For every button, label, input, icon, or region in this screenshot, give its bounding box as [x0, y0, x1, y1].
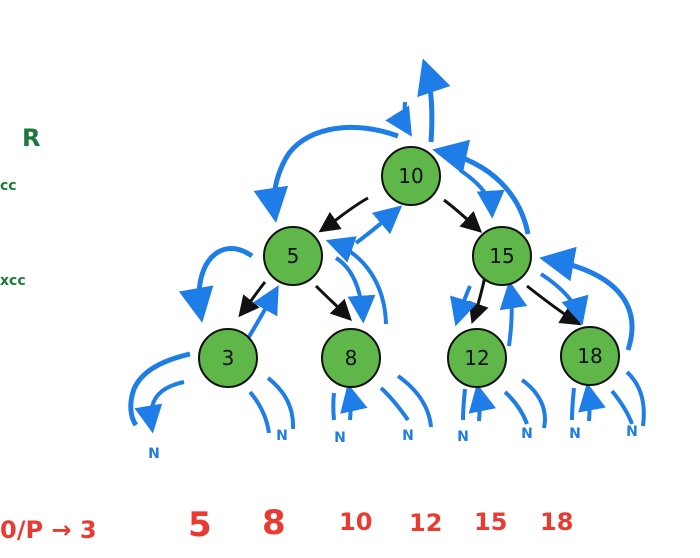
traversal-12-to-15 [499, 280, 528, 347]
left-note-r: R [22, 124, 40, 152]
traversal-5-left-loop [178, 245, 254, 323]
traversal-15-to-12-outer [450, 285, 477, 327]
node-3: 3 [198, 328, 258, 388]
node-8: 8 [321, 328, 381, 388]
node-12-circle [447, 328, 507, 388]
sequence-prefix: 0/P → 3 [0, 516, 97, 544]
node-8-label: 8 [345, 346, 358, 370]
null-label-3-left: N [148, 446, 160, 462]
node-18-label: 18 [577, 344, 602, 368]
null-label-18-left: N [569, 426, 581, 442]
sequence-item-15: 15 [474, 508, 507, 536]
edge-15-to-18 [526, 284, 582, 326]
traversal-12-right-null-b [520, 378, 547, 429]
null-labels: N N N N N N N N [148, 424, 638, 462]
traversal-15-to-18 [539, 272, 589, 326]
traversal-5-up-to-10 [354, 205, 403, 245]
edge-10-to-15 [443, 198, 483, 233]
sequence-item-18: 18 [540, 508, 573, 536]
traversal-8-right-null-b [396, 374, 433, 428]
null-label-8-left: N [334, 430, 346, 446]
traversal-3-right-null-b [266, 376, 296, 430]
tree-nodes: 10 5 15 3 8 12 18 [198, 146, 620, 388]
edge-5-to-3 [238, 281, 267, 318]
null-label-18-right: N [626, 424, 638, 440]
traversal-10-left-loop [253, 124, 399, 223]
node-5-label: 5 [287, 244, 300, 268]
traversal-3-right-null-a [248, 390, 271, 434]
left-note-line-2: xcc [0, 273, 26, 289]
node-3-label: 3 [222, 346, 235, 370]
edge-5-to-8 [314, 284, 352, 321]
traversal-12-right-null-a [503, 390, 529, 425]
traversal-3-left-entry [128, 351, 191, 427]
traversal-5-to-8 [334, 256, 376, 324]
traversal-8-left-back [340, 383, 368, 421]
node-10-circle [381, 146, 441, 206]
node-12-label: 12 [464, 346, 489, 370]
node-12: 12 [447, 328, 507, 388]
node-15-label: 15 [489, 244, 514, 268]
traversal-10-to-15 [458, 168, 505, 219]
null-label-12-right: N [521, 426, 533, 442]
node-18: 18 [560, 326, 620, 386]
traversal-3-left-null [134, 380, 185, 434]
left-notes: R cc xcc [0, 124, 40, 289]
traversal-8-right-null-a [379, 386, 410, 422]
null-label-8-right: N [402, 428, 414, 444]
traversal-paths [128, 58, 646, 434]
traversal-8-to-5 [325, 236, 388, 325]
node-8-circle [321, 328, 381, 388]
node-10-label: 10 [398, 164, 423, 188]
edge-10-to-5 [318, 196, 369, 233]
traversal-8-left-null [331, 392, 336, 421]
traversal-3-to-5 [245, 285, 279, 342]
traversal-root-in [385, 101, 412, 137]
traversal-18-to-15 [539, 246, 635, 351]
traversal-12-left-null [461, 388, 467, 421]
node-18-circle [560, 326, 620, 386]
traversal-18-right-null-b [625, 370, 646, 427]
node-15-circle [472, 226, 532, 286]
sequence-item-8: 8 [262, 503, 286, 543]
traversal-root-up [417, 58, 451, 143]
sequence-item-12: 12 [409, 509, 442, 537]
sequence-item-10: 10 [339, 508, 372, 536]
node-10: 10 [381, 146, 441, 206]
node-5: 5 [263, 226, 323, 286]
null-label-12-left: N [457, 429, 469, 445]
traversal-18-left-null [570, 387, 576, 421]
traversal-15-to-10 [432, 139, 531, 235]
traversal-18-right-null-a [610, 389, 634, 425]
inorder-sequence: 0/P → 3 5 8 10 12 15 18 [0, 503, 573, 545]
left-note-line-1: cc [0, 178, 17, 194]
node-3-circle [198, 328, 258, 388]
traversal-12-left-back [468, 383, 497, 422]
node-15: 15 [472, 226, 532, 286]
sequence-item-5: 5 [188, 505, 212, 545]
traversal-18-left-back [578, 382, 606, 422]
null-label-3-right: N [276, 428, 288, 444]
node-5-circle [263, 226, 323, 286]
